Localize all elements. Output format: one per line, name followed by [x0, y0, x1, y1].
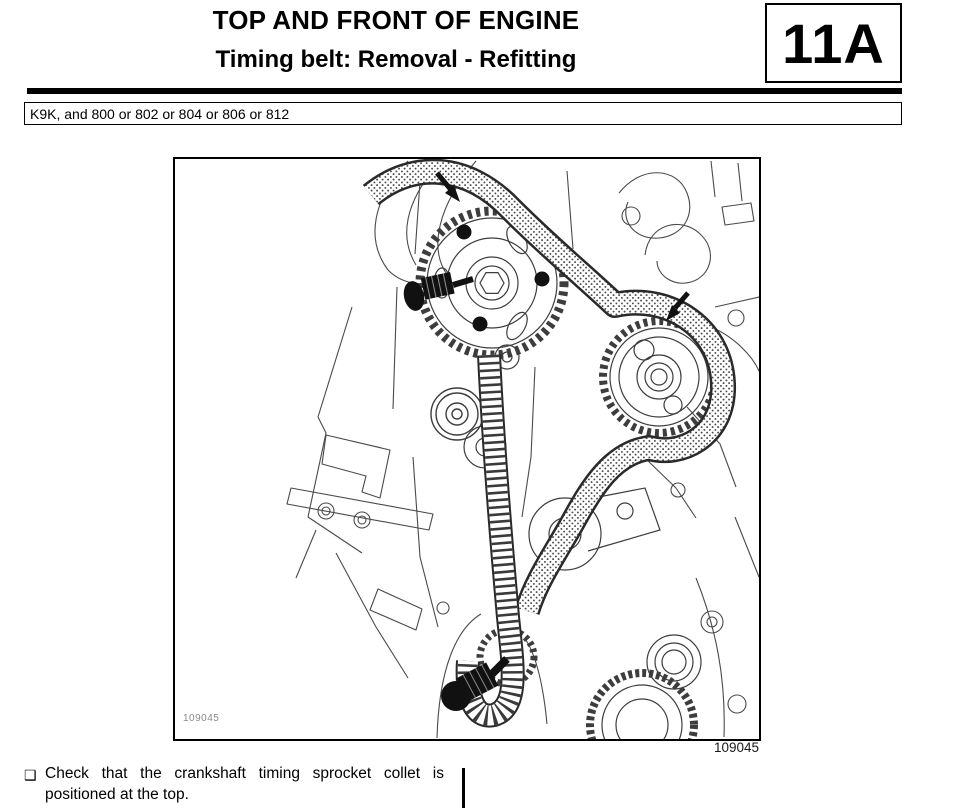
camshaft-bolt: [456, 224, 472, 240]
belt-arrow-pump: [666, 291, 690, 321]
timing-belt: [362, 159, 736, 728]
engine-timing-illustration: [286, 159, 759, 739]
header-rule: [27, 88, 902, 94]
engine-spec-bar: K9K, and 800 or 802 or 804 or 806 or 812: [24, 102, 902, 125]
section-code: 11A: [782, 11, 885, 75]
engine-spec-text: K9K, and 800 or 802 or 804 or 806 or 812: [30, 105, 290, 122]
auxiliary-gear: [586, 634, 702, 739]
tensioner-pulley: [430, 387, 484, 441]
crankshaft-collet-tool: [441, 656, 510, 711]
camshaft-bolt: [472, 316, 488, 332]
square-bullet-icon: ❑: [24, 767, 37, 783]
page-title: TOP AND FRONT OF ENGINE: [212, 5, 580, 35]
camshaft-bolt: [534, 271, 550, 287]
column-divider: [462, 768, 465, 808]
figure-frame: 109045: [173, 157, 761, 741]
section-code-box: 11A: [765, 3, 902, 83]
figure-watermark: 109045: [183, 713, 220, 724]
figure-number: 109045: [713, 740, 759, 755]
page-subtitle: Timing belt: Removal - Refitting: [215, 46, 577, 73]
instruction-text: Check that the crankshaft timing sprocke…: [45, 765, 444, 803]
belt-arrow-top: [435, 171, 460, 202]
camshaft-pin-tool: [403, 272, 474, 311]
header: TOP AND FRONT OF ENGINE Timing belt: Rem…: [27, 4, 765, 74]
instruction-item: ❑ Check that the crankshaft timing sproc…: [24, 764, 444, 805]
